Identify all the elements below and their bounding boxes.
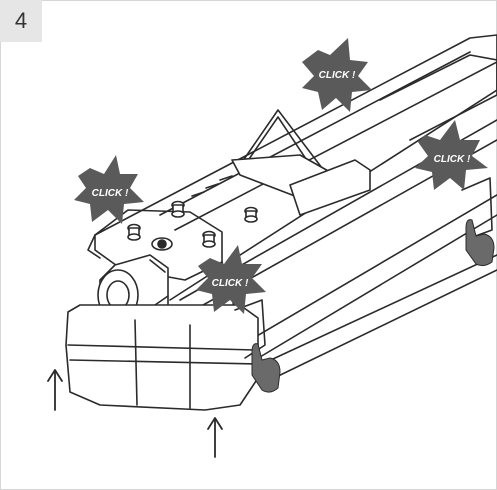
click-label: CLICK ! (92, 188, 129, 199)
up-arrow-icon (47, 369, 63, 411)
side-clips (234, 177, 493, 359)
click-burst-icon: CLICK ! (196, 245, 266, 314)
up-arrow-icon (207, 417, 223, 458)
hanging-bracket (191, 109, 371, 216)
pointing-hand-icon (251, 343, 281, 393)
screws (127, 200, 258, 251)
step-number-badge: 4 (0, 0, 42, 42)
click-label: CLICK ! (434, 154, 471, 165)
click-label: CLICK ! (319, 70, 356, 81)
end-cap-bottom (65, 304, 259, 411)
step-number: 4 (14, 8, 28, 33)
click-burst-icon: CLICK ! (302, 38, 372, 112)
pointing-hand-icon (465, 219, 495, 267)
click-burst-icon: CLICK ! (74, 155, 144, 224)
click-burst-icon: CLICK ! (415, 120, 488, 190)
click-label: CLICK ! (212, 278, 249, 289)
